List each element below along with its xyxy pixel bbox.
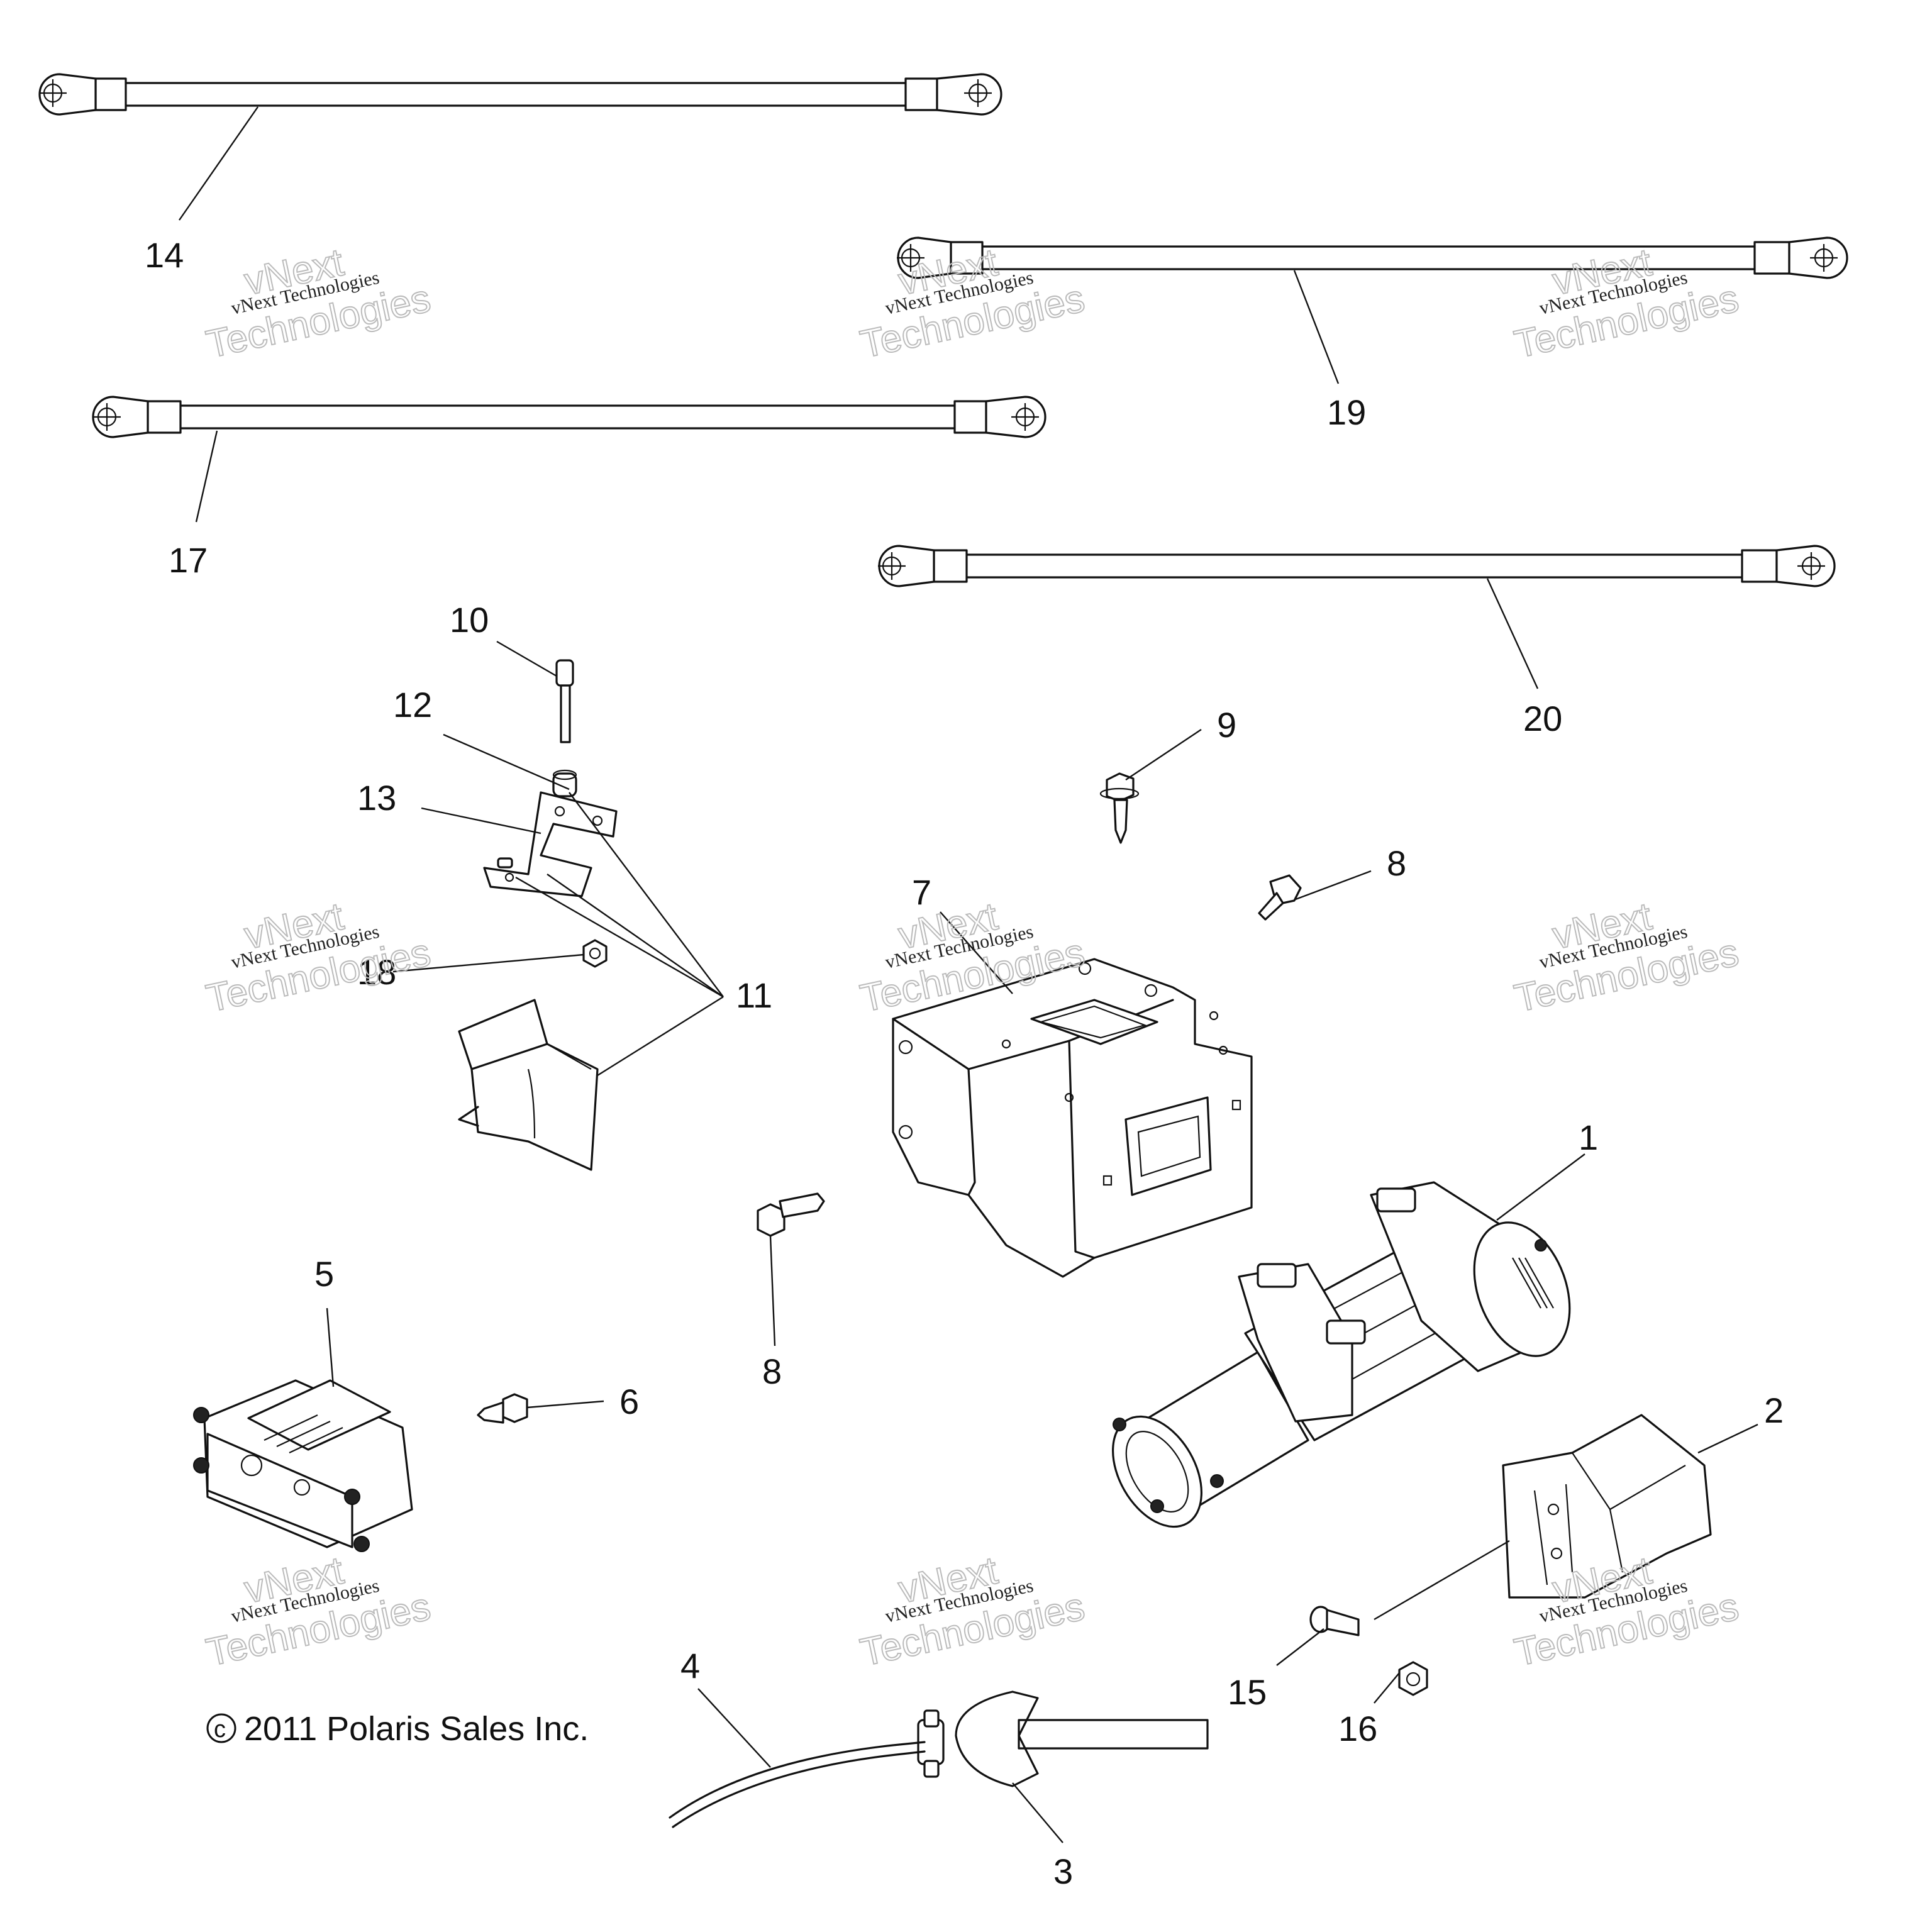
contactor-5 xyxy=(193,1379,413,1552)
callout-20: 20 xyxy=(1523,699,1562,738)
screw-8-upper xyxy=(1258,874,1302,921)
nut-16 xyxy=(1398,1661,1428,1696)
callout-5: 5 xyxy=(314,1254,334,1294)
nut-18 xyxy=(582,939,608,968)
callout-17: 17 xyxy=(169,540,208,580)
callout-4: 4 xyxy=(680,1646,700,1685)
callout-11: 11 xyxy=(736,975,772,1015)
callout-19: 19 xyxy=(1327,392,1366,432)
battery-cable-14 xyxy=(38,73,1002,116)
copyright-symbol: c xyxy=(214,1716,226,1743)
bolt-15 xyxy=(1309,1606,1360,1636)
callout-10: 10 xyxy=(450,600,489,640)
winch-mount-plate-7 xyxy=(892,958,1253,1278)
watermark: vNext vNext Technologies Technologies xyxy=(1510,894,1743,1021)
leader-lines xyxy=(179,106,1758,1843)
hook-strap-3 xyxy=(917,1690,1209,1787)
winch-cable-4 xyxy=(669,1741,926,1828)
watermark: vNext vNext Technologies Technologies xyxy=(202,894,435,1021)
callout-2: 2 xyxy=(1764,1391,1784,1430)
watermark-grid: vNext vNext Technologies Technologies vN… xyxy=(202,240,1743,1675)
callout-7: 7 xyxy=(912,872,931,912)
screw-9 xyxy=(1099,772,1140,844)
screw-8-lower xyxy=(757,1192,825,1237)
watermark: vNext vNext Technologies Technologies xyxy=(202,240,435,367)
screw-6 xyxy=(477,1393,528,1424)
callout-15: 15 xyxy=(1228,1672,1267,1712)
copyright-text: 2011 Polaris Sales Inc. xyxy=(244,1710,589,1748)
relay-kit-box-11 xyxy=(458,999,599,1171)
callout-14: 14 xyxy=(145,235,184,275)
roller-fairlead-2 xyxy=(1502,1414,1712,1599)
bracket-13 xyxy=(483,791,618,897)
callout-18: 18 xyxy=(357,952,396,992)
callout-1: 1 xyxy=(1579,1118,1598,1157)
callout-13: 13 xyxy=(357,778,396,818)
callout-9: 9 xyxy=(1217,705,1236,745)
callout-12: 12 xyxy=(393,685,432,724)
callout-6: 6 xyxy=(619,1382,639,1421)
battery-cable-20 xyxy=(878,545,1836,587)
copyright-notice: c 2011 Polaris Sales Inc. xyxy=(206,1710,589,1748)
spacer-12 xyxy=(552,769,577,797)
callout-labels: 14 19 17 20 10 12 13 18 11 9 8 7 1 2 5 6… xyxy=(145,235,1784,1891)
battery-cable-19 xyxy=(897,236,1848,279)
callout-8-lower: 8 xyxy=(762,1352,782,1391)
battery-cable-17 xyxy=(92,396,1046,438)
copyright-circle-icon xyxy=(206,1713,236,1743)
callout-3: 3 xyxy=(1053,1852,1073,1891)
callout-16: 16 xyxy=(1338,1709,1377,1748)
winch-assembly-1 xyxy=(1111,1181,1571,1528)
bolt-10 xyxy=(555,659,574,743)
callout-8-upper: 8 xyxy=(1387,843,1406,883)
watermark: vNext vNext Technologies Technologies xyxy=(202,1548,435,1675)
watermark: vNext vNext Technologies Technologies xyxy=(856,1548,1089,1675)
